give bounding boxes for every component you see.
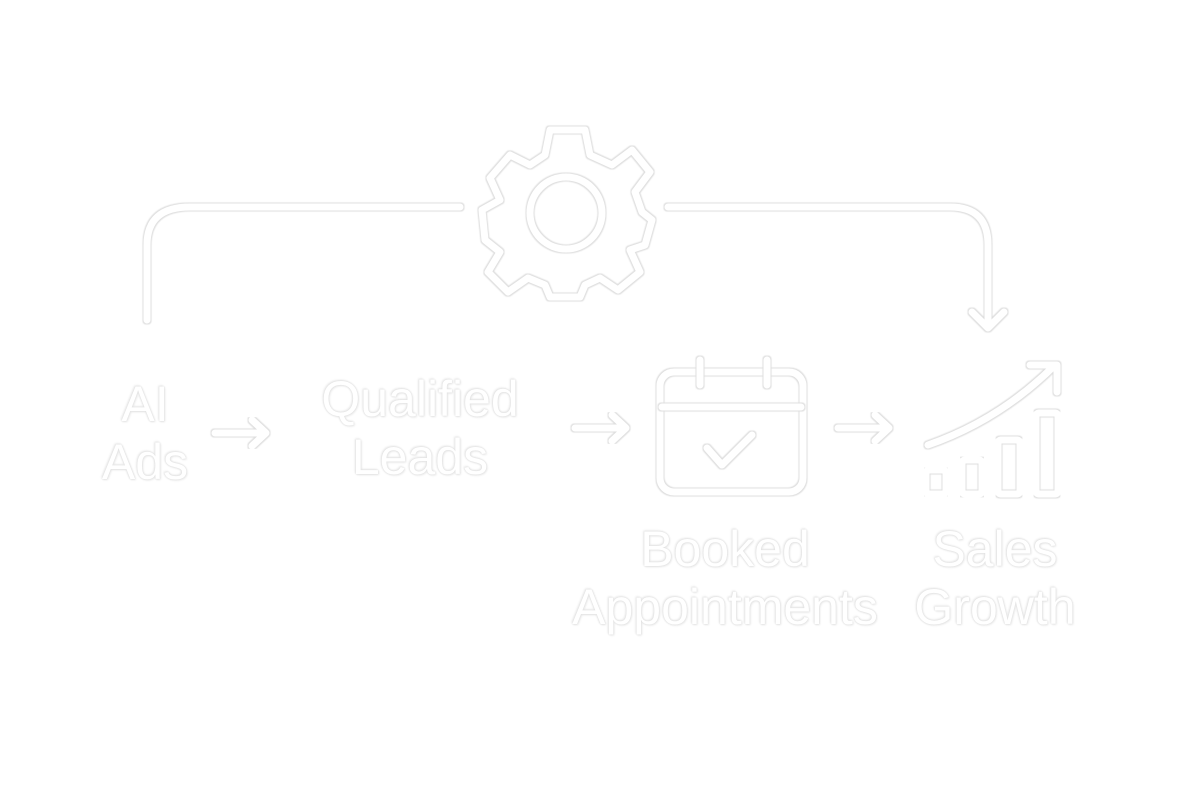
label-line: Qualified bbox=[321, 371, 519, 427]
step-qualified-leads-label: Qualified Leads bbox=[280, 370, 560, 486]
label-line: Growth bbox=[914, 579, 1076, 635]
loop-connector-left bbox=[143, 203, 464, 324]
label-line: Leads bbox=[351, 429, 489, 485]
loop-connector-right-arrow bbox=[664, 203, 1008, 332]
label-line: Booked bbox=[640, 521, 810, 577]
arrow-icon bbox=[834, 411, 893, 445]
label-line: Ads bbox=[101, 434, 189, 490]
arrow-icon bbox=[571, 411, 630, 445]
arrow-icon bbox=[211, 416, 270, 450]
step-booked-appointments-label: Booked Appointments bbox=[540, 520, 910, 636]
label-line: Appointments bbox=[572, 579, 878, 635]
calendar-check-icon bbox=[656, 356, 807, 496]
gear-icon bbox=[478, 126, 656, 301]
label-line: AI bbox=[121, 376, 169, 432]
growth-chart-icon bbox=[922, 361, 1062, 498]
label-line: Sales bbox=[932, 521, 1058, 577]
step-ai-ads-label: AI Ads bbox=[60, 375, 230, 491]
step-sales-growth-label: Sales Growth bbox=[895, 520, 1095, 636]
